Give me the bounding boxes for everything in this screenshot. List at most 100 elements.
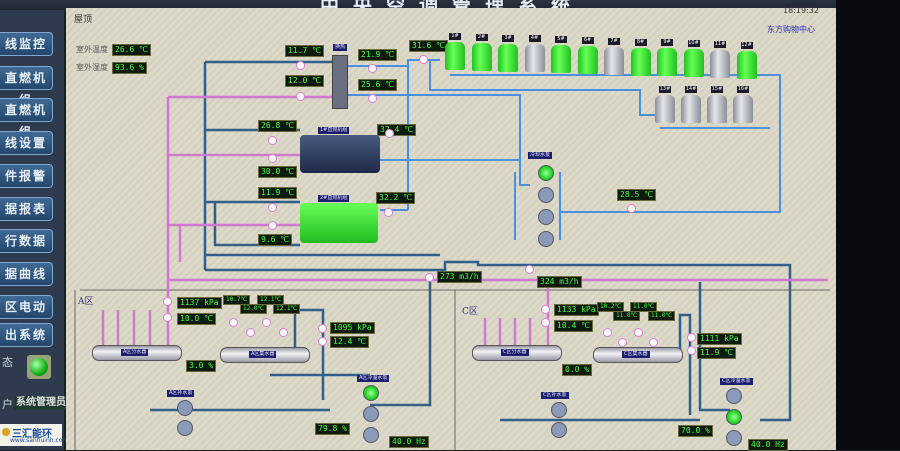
sensor-gauge-icon <box>541 318 550 327</box>
cooling-pump-4-icon[interactable] <box>538 231 554 247</box>
value-hx-in-bottom: 12.0 ℃ <box>285 75 325 87</box>
zone-a-supply-header: A区分水器 <box>92 345 182 361</box>
zone-a-makeup-pump-2-icon[interactable] <box>177 420 193 436</box>
zone-c-makeup-pump-2-icon[interactable] <box>551 422 567 438</box>
cooling-tower-16-icon[interactable] <box>733 95 753 123</box>
chiller-2-icon[interactable] <box>300 203 378 243</box>
cooling-pump-label: 冷却水泵 <box>528 152 553 159</box>
cooling-tower-6-icon[interactable] <box>577 46 598 74</box>
zone-c-return-header-label: C区集水器 <box>622 351 650 358</box>
cooling-tower-6-label: 6# <box>581 37 594 44</box>
nav-button-0[interactable]: 线监控 <box>0 32 53 56</box>
sensor-gauge-icon <box>634 328 643 337</box>
company-logo: 三汇能环 www.sanhuinh.com <box>0 424 68 446</box>
zone-c-makeup-pump-1-icon[interactable] <box>551 402 567 418</box>
nav-button-5[interactable]: 据报表 <box>0 197 53 221</box>
site-name: 东方购物中心 <box>767 25 815 34</box>
cooling-tower-4-icon[interactable] <box>524 44 545 73</box>
sensor-gauge-icon <box>425 273 434 282</box>
sensor-gauge-icon <box>268 221 277 230</box>
zone-a-return-header-label: A区集水器 <box>249 351 277 358</box>
section-title-roof: 屋顶 <box>74 15 93 25</box>
cooling-tower-3-icon[interactable] <box>498 43 518 72</box>
value-flow2: 324 m3/h <box>537 276 582 288</box>
chiller-2-label: 2#直燃机组 <box>318 195 350 202</box>
sensor-gauge-icon <box>296 92 305 101</box>
zone-a-circ-pump-1-icon[interactable] <box>363 385 379 401</box>
zone-c-pump-valve[interactable]: 70.0 % <box>678 425 713 437</box>
sensor-gauge-icon <box>649 338 658 347</box>
cooling-tower-8-icon[interactable] <box>630 47 651 76</box>
zone-a-pump-valve[interactable]: 79.8 % <box>315 423 350 435</box>
cooling-tower-9-icon[interactable] <box>657 48 677 77</box>
nav-button-9[interactable]: 出系统 <box>0 323 53 347</box>
heat-exchanger-label: 换热 <box>333 44 348 51</box>
value-flow1: 273 m3/h <box>437 271 482 283</box>
cooling-tower-14-icon[interactable] <box>681 95 701 123</box>
cooling-tower-13-label: 13# <box>659 86 671 93</box>
zone-a-circ-pump-2-icon[interactable] <box>363 406 379 422</box>
cooling-tower-7-icon[interactable] <box>604 46 624 75</box>
cooling-tower-13-icon[interactable] <box>655 95 675 123</box>
cooling-tower-15-icon[interactable] <box>707 95 727 123</box>
value-tower-supply: 31.6 ℃ <box>409 40 449 52</box>
zone-a-return-pressure: 1095 kPa <box>330 322 375 334</box>
cooling-tower-14-label: 14# <box>685 86 697 93</box>
sensor-gauge-icon <box>268 136 277 145</box>
cooling-tower-12-label: 12# <box>740 41 753 49</box>
cooling-tower-5-icon[interactable] <box>551 45 571 74</box>
zone-a-makeup-pump-1-icon[interactable] <box>177 400 193 416</box>
sensor-gauge-icon <box>541 305 550 314</box>
sensor-gauge-icon <box>419 55 428 64</box>
cooling-tower-10-label: 10# <box>687 40 700 48</box>
zone-c-return-temp: 11.9 ℃ <box>697 347 737 359</box>
zone-c-supply-pressure: 1133 kPa <box>554 304 599 316</box>
cooling-tower-3-label: 3# <box>502 34 514 42</box>
zone-c-supply-header-label: C区分水器 <box>501 349 529 356</box>
value-ch2-cw: 32.2 ℃ <box>376 192 416 204</box>
user-label: 户 <box>2 398 13 411</box>
cooling-tower-1-icon[interactable] <box>445 42 465 70</box>
zone-c-circ-pump-1-icon[interactable] <box>726 388 742 404</box>
outdoor-humidity-value: 93.6 % <box>112 62 147 74</box>
pipe-hot <box>166 95 828 352</box>
nav-button-2[interactable]: 直燃机组 <box>0 98 53 139</box>
value-ch2-chw: 11.9 ℃ <box>258 187 298 199</box>
sensor-gauge-icon <box>296 61 305 70</box>
cooling-tower-2-label: 2# <box>475 33 488 41</box>
cooling-tower-11-icon[interactable] <box>710 50 730 78</box>
zone-c-bypass-valve[interactable]: 0.0 % <box>562 364 593 376</box>
nav-button-4[interactable]: 件报警 <box>0 164 53 188</box>
cooling-tower-11-label: 11# <box>714 41 726 48</box>
cooling-tower-10-icon[interactable] <box>683 49 704 78</box>
zone-c-circ-pump-3-icon[interactable] <box>726 430 742 446</box>
nav-button-6[interactable]: 行数据 <box>0 229 53 253</box>
cooling-pump-2-icon[interactable] <box>538 187 554 203</box>
zone-a-title: A区 <box>78 297 94 307</box>
outdoor-temp-value: 26.6 ℃ <box>112 44 152 56</box>
zone-a-bypass-valve[interactable]: 3.0 % <box>186 360 217 372</box>
zone-c-circ-pump-2-icon[interactable] <box>726 409 742 425</box>
sensor-gauge-icon <box>163 313 172 322</box>
value-ch1-ret: 30.0 ℃ <box>258 166 298 178</box>
cooling-tower-9-label: 9# <box>661 39 673 47</box>
zone-c-branch-temp-2: 11.0℃ <box>630 302 658 312</box>
zone-c-pump-freq[interactable]: 40.0 Hz <box>748 439 788 451</box>
nav-button-3[interactable]: 线设置 <box>0 131 53 155</box>
sensor-gauge-icon <box>368 64 377 73</box>
zone-a-pump-freq[interactable]: 40.0 Hz <box>389 436 429 448</box>
zone-a-branch-temp-3: 12.0℃ <box>240 304 268 314</box>
zone-a-circ-pump-3-icon[interactable] <box>363 427 379 443</box>
zone-a-supply-pressure: 1137 kPa <box>177 297 222 309</box>
zone-a-makeup-pump-label: A区补水泵 <box>167 390 195 397</box>
nav-button-7[interactable]: 据曲线 <box>0 262 53 286</box>
chiller-1-icon[interactable] <box>300 135 380 173</box>
value-hx-out-top: 21.9 ℃ <box>358 49 398 61</box>
cooling-tower-2-icon[interactable] <box>471 42 492 71</box>
sensor-gauge-icon <box>618 338 627 347</box>
cooling-tower-12-icon[interactable] <box>736 50 757 79</box>
cooling-pump-1-icon[interactable] <box>538 165 554 181</box>
zone-c-branch-temp-3: 11.0℃ <box>613 311 641 321</box>
sensor-gauge-icon <box>385 129 394 138</box>
cooling-pump-3-icon[interactable] <box>538 209 554 225</box>
